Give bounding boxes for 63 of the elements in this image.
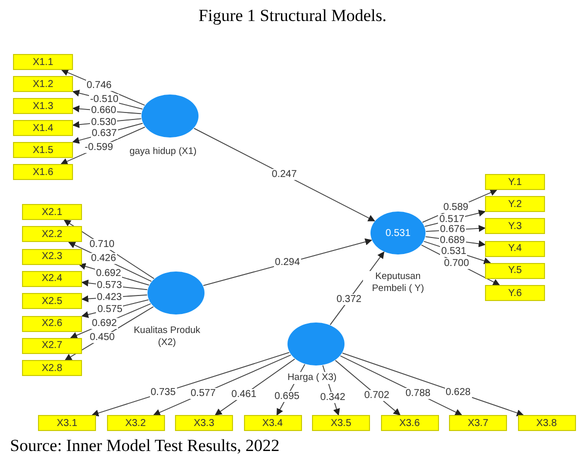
indicator-label: X2.1 (22, 204, 82, 220)
indicator-label: X3.3 (175, 415, 233, 431)
indicator-label: X2.3 (22, 248, 82, 265)
indicator-label: X3.1 (38, 415, 96, 431)
r-squared-value: 0.531 (384, 226, 412, 240)
edge-label: 0.628 (444, 387, 472, 398)
indicator-label: X2.4 (22, 270, 82, 287)
edge-label: 0.247 (270, 169, 298, 180)
indicator-label: X2.6 (22, 316, 82, 332)
edge-label: 0.461 (230, 389, 258, 400)
indicator-label: X2.7 (22, 338, 82, 354)
edge-label: 0.530 (90, 116, 118, 128)
indicator-label: Y.5 (485, 262, 545, 279)
edge-label: 0.702 (363, 390, 390, 401)
indicator-label: X3.8 (518, 415, 576, 431)
edge-label: 0.577 (190, 388, 217, 399)
edge-label: 0.692 (95, 268, 122, 279)
indicator-label: X3.7 (449, 415, 507, 431)
edge-label: 0.700 (443, 258, 470, 268)
edge-label: 0.637 (90, 128, 118, 140)
indicator-label: X2.2 (22, 226, 82, 242)
edge-label: 0.692 (90, 318, 118, 329)
edge-label: 0.517 (438, 214, 466, 226)
edge-label: -0.599 (84, 142, 114, 153)
indicator-label: Y.4 (485, 240, 545, 257)
edge-label: 0.573 (96, 280, 123, 291)
indicator-label: X1.5 (13, 142, 73, 158)
figure-title: Figure 1 Structural Models. (198, 6, 388, 26)
indicator-label: X2.8 (22, 360, 82, 376)
indicator-label: X1.1 (13, 54, 73, 70)
indicator-label: Y.1 (485, 174, 545, 190)
edge-label: 0.342 (319, 392, 346, 403)
indicator-label: X3.5 (312, 415, 370, 431)
edge-label: 0.746 (86, 80, 113, 92)
indicator-label: X3.4 (244, 415, 302, 431)
edge-label: 0.426 (90, 253, 118, 264)
edge-label: 0.660 (90, 105, 118, 116)
indicator-label: Y.3 (485, 218, 545, 234)
edge-label: 0.788 (404, 388, 432, 400)
edge-label: 0.695 (273, 391, 300, 402)
indicator-label: X2.5 (22, 293, 82, 310)
edge-label: 0.589 (442, 202, 470, 214)
edge-label: 0.575 (96, 304, 124, 315)
indicator-label: X1.6 (13, 164, 73, 180)
indicator-label: X1.4 (13, 120, 73, 136)
indicator-label: X1.3 (13, 98, 73, 114)
edge-label: 0.676 (438, 224, 466, 236)
indicator-label: Y.6 (485, 285, 545, 301)
edge-label: 0.689 (438, 234, 466, 246)
indicator-label: X1.2 (13, 76, 73, 92)
edge-label: 0.531 (440, 246, 468, 256)
indicator-label: Y.2 (485, 196, 545, 212)
indicator-label: X3.6 (380, 415, 438, 431)
edge-label: 0.735 (150, 386, 177, 398)
edge-label: -0.510 (89, 94, 120, 105)
edge-label: 0.294 (274, 257, 301, 268)
edge-label: 0.423 (96, 292, 123, 303)
source-caption: Source: Inner Model Test Results, 2022 (10, 436, 280, 456)
indicator-label: X3.2 (106, 415, 164, 431)
edge-label: 0.710 (88, 239, 116, 250)
arrow (194, 128, 376, 222)
edge-label: 0.372 (335, 294, 362, 305)
edge-label: 0.450 (88, 332, 116, 344)
